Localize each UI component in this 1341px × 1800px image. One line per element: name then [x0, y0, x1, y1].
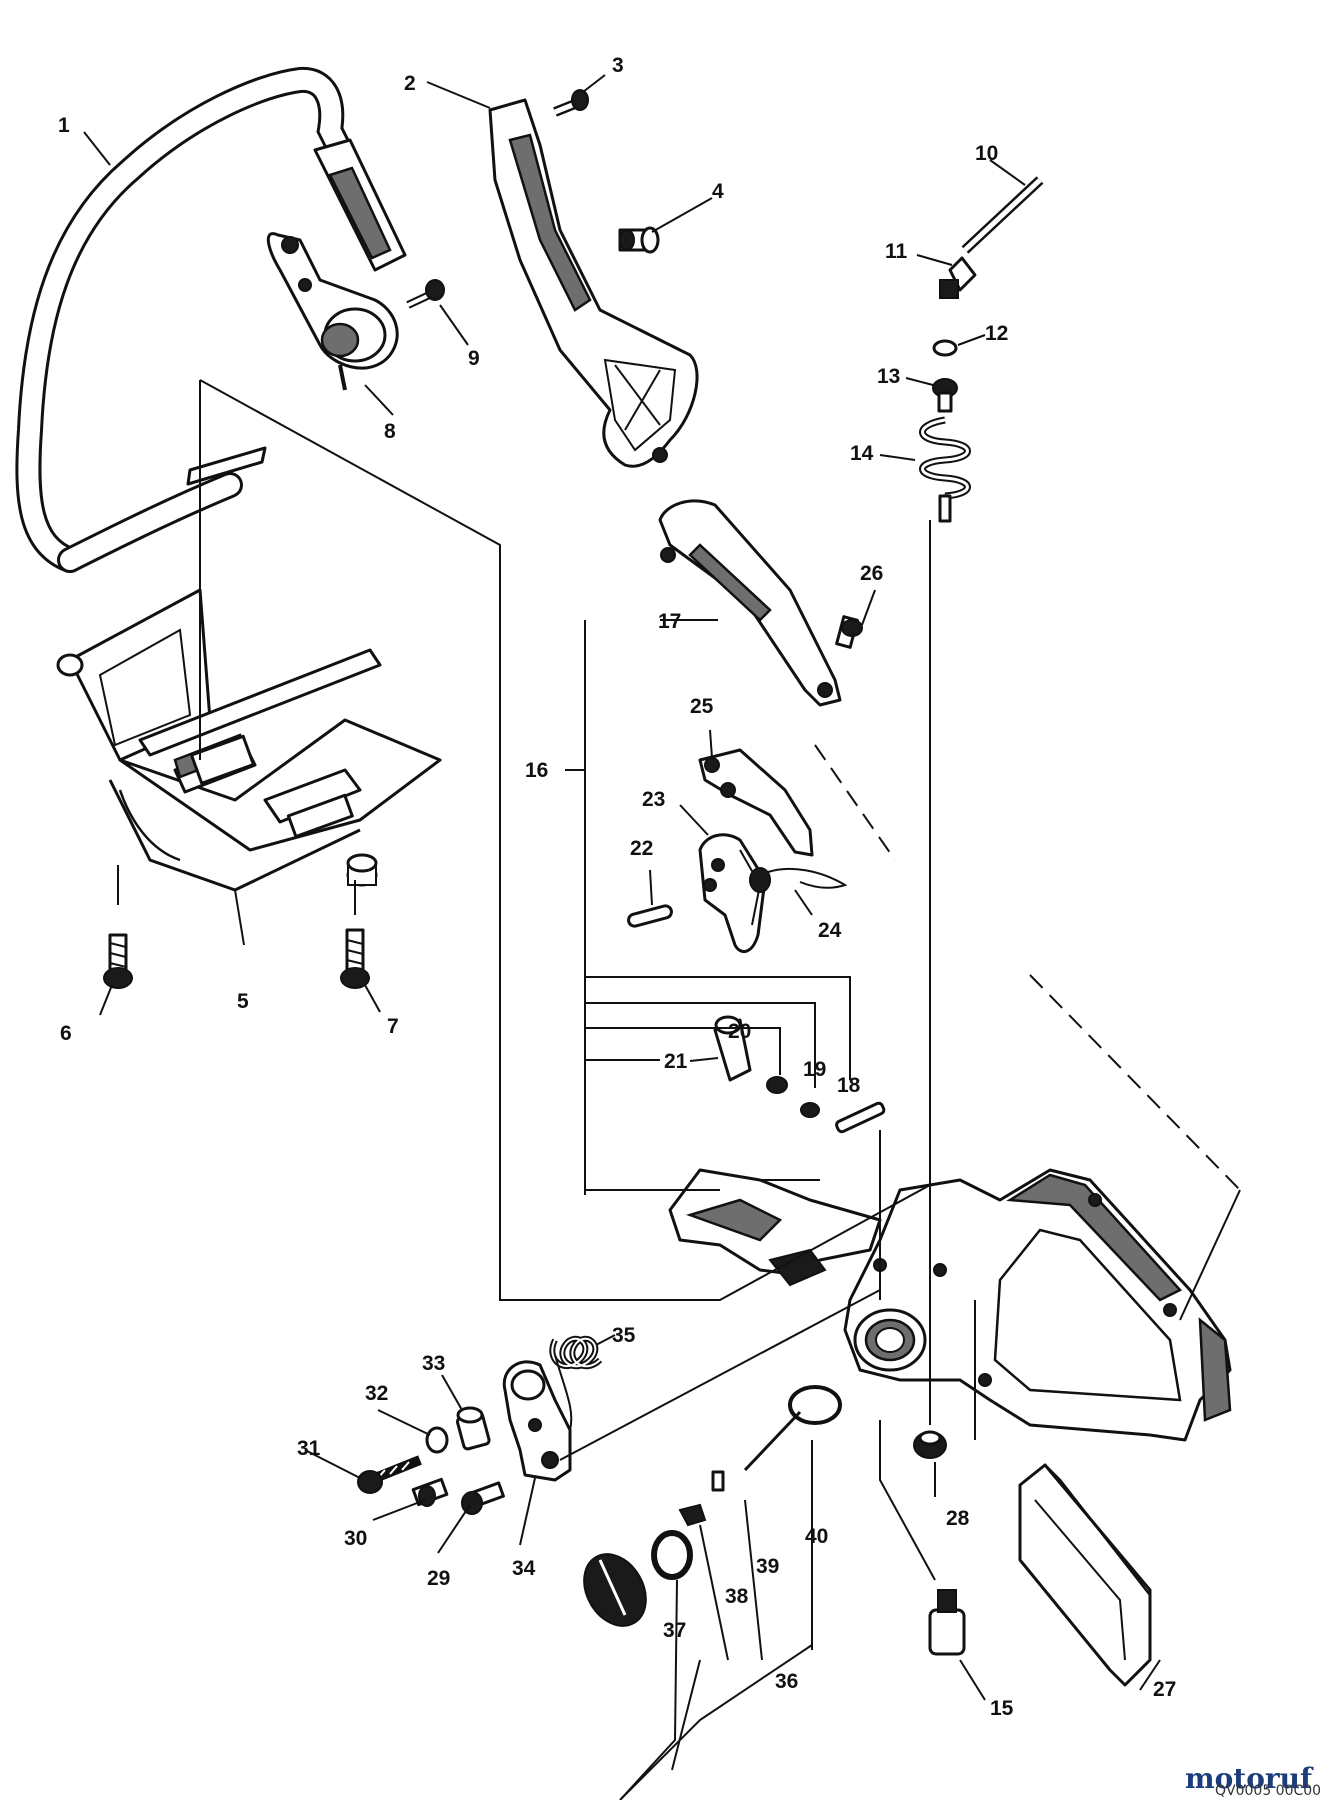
lockout-23: [698, 833, 767, 953]
pin-39: [711, 1470, 725, 1492]
callout-37: 37: [663, 1619, 686, 1642]
callout-6: 6: [60, 1022, 72, 1045]
callout-17: 17: [658, 610, 681, 633]
watermark-code: QV0005 00C00: [1215, 1783, 1321, 1799]
bolt-29: [461, 1481, 505, 1515]
ring-19: [800, 1102, 820, 1118]
callout-25: 25: [690, 695, 714, 718]
brake-lever-part-8: [266, 232, 399, 391]
callout-26: 26: [860, 562, 883, 585]
callout-24: 24: [818, 919, 842, 942]
plug-28: [913, 1430, 947, 1459]
callout-27: 27: [1153, 1678, 1176, 1701]
bumper-27: [1018, 1463, 1152, 1687]
bolt-7: [340, 880, 370, 989]
front-handle-bar: [15, 66, 407, 573]
bracket-34: [502, 1360, 572, 1482]
nut-20: [766, 1076, 788, 1094]
callout-30: 30: [344, 1527, 367, 1550]
callout-15: 15: [990, 1697, 1014, 1720]
bushing-33: [455, 1406, 491, 1451]
spring-35: [549, 1335, 603, 1431]
cap-36: [583, 1553, 647, 1627]
callout-14: 14: [850, 442, 874, 465]
oring-37: [651, 1530, 693, 1580]
callout-7: 7: [387, 1015, 399, 1038]
callout-36: 36: [775, 1670, 798, 1693]
callout-40: 40: [805, 1525, 828, 1548]
lower-handle-16: [668, 1168, 882, 1287]
spring-14: [919, 416, 971, 523]
clip-12: [932, 339, 958, 357]
callout-29: 29: [427, 1567, 450, 1590]
callout-20: 20: [728, 1020, 751, 1043]
lower-guard-plate: [56, 588, 442, 892]
callout-19: 19: [803, 1058, 826, 1081]
callout-31: 31: [297, 1437, 321, 1460]
callout-33: 33: [422, 1352, 445, 1375]
callout-13: 13: [877, 365, 900, 388]
callout-labels: 1 2 3 4 5 6 7 8 9 10 11 12 13 14 15 16 1…: [58, 54, 1176, 1720]
callout-39: 39: [756, 1555, 779, 1578]
callout-1: 1: [58, 114, 70, 137]
trigger-25: [698, 748, 814, 857]
watermark: motoruf QV0005 00C00: [1185, 1762, 1321, 1799]
leader-lines: [83, 74, 1241, 1800]
screw-31: [357, 1455, 422, 1494]
callout-21: 21: [664, 1050, 688, 1073]
callout-28: 28: [946, 1507, 970, 1530]
callout-12: 12: [985, 322, 1008, 345]
callout-34: 34: [512, 1557, 536, 1580]
filter-15: [928, 1589, 966, 1656]
main-housing: [843, 1168, 1232, 1442]
screw-3: [553, 89, 589, 117]
callout-5: 5: [237, 990, 249, 1013]
bolt-6: [103, 865, 133, 989]
callout-18: 18: [837, 1074, 861, 1097]
callout-16: 16: [525, 759, 548, 782]
callout-32: 32: [365, 1382, 388, 1405]
rear-handle-part-2: [488, 98, 699, 468]
callout-2: 2: [404, 72, 416, 95]
strap-40: [743, 1385, 842, 1472]
callout-9: 9: [468, 347, 480, 370]
callout-8: 8: [384, 420, 396, 443]
washer-32: [425, 1426, 449, 1454]
spring-24: [749, 867, 848, 893]
clip-38: [678, 1503, 707, 1527]
pin-22: [627, 904, 673, 928]
callout-4: 4: [712, 180, 724, 203]
callout-10: 10: [975, 142, 998, 165]
callout-11: 11: [885, 240, 908, 263]
screw-9: [406, 279, 445, 309]
screw-26: [835, 615, 863, 649]
plug-4: [618, 226, 660, 254]
pin-18: [835, 1101, 886, 1134]
cover-17: [658, 499, 842, 707]
callout-38: 38: [725, 1585, 749, 1608]
rod-10: [961, 176, 1044, 254]
watermark-brand: motoruf: [1185, 1762, 1314, 1795]
callout-3: 3: [612, 54, 624, 77]
callout-35: 35: [612, 1324, 636, 1347]
callout-23: 23: [642, 788, 665, 811]
nut-13: [932, 378, 958, 413]
callout-22: 22: [630, 837, 653, 860]
fitting-11: [939, 256, 977, 299]
